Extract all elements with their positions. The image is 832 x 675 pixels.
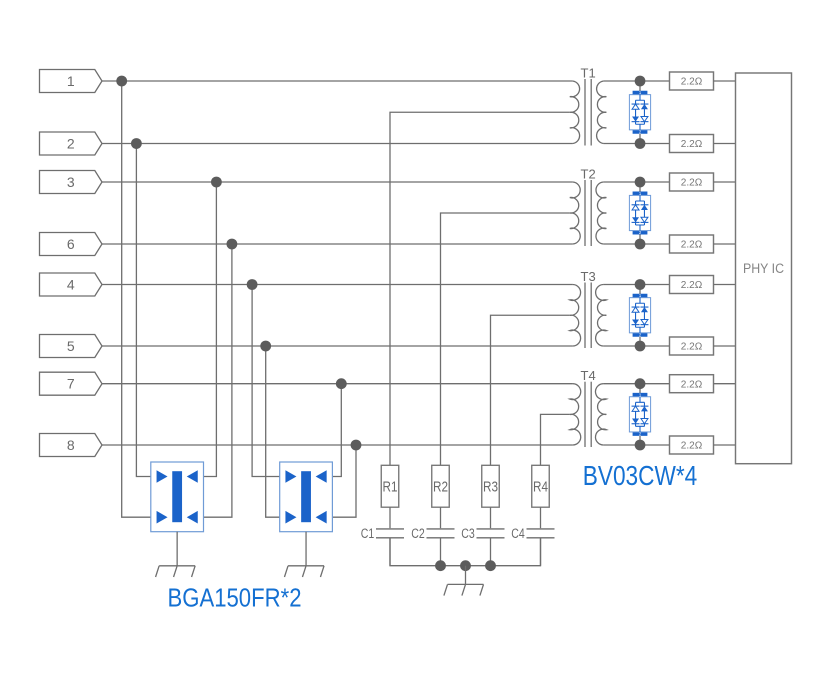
svg-text:PHY IC: PHY IC [743,261,784,276]
svg-text:3: 3 [67,174,75,190]
svg-text:1: 1 [639,293,642,298]
svg-text:C3: C3 [461,526,475,541]
svg-text:2.2Ω: 2.2Ω [681,379,703,390]
svg-text:2: 2 [639,230,642,235]
svg-text:1: 1 [639,392,642,397]
svg-text:2.2Ω: 2.2Ω [681,240,703,251]
svg-text:T2: T2 [581,167,596,182]
svg-text:2.2Ω: 2.2Ω [681,139,703,150]
svg-text:2.2Ω: 2.2Ω [681,441,703,452]
svg-text:T1: T1 [581,66,596,81]
svg-text:C4: C4 [511,526,525,541]
svg-text:2.2Ω: 2.2Ω [681,77,703,88]
svg-text:R3: R3 [483,479,498,496]
svg-text:2.2Ω: 2.2Ω [681,280,703,291]
svg-text:R2: R2 [433,479,448,496]
svg-text:R4: R4 [533,479,548,496]
svg-text:8: 8 [67,437,75,453]
svg-text:T3: T3 [581,269,596,284]
svg-text:2: 2 [67,136,75,152]
svg-text:1: 1 [67,73,75,89]
svg-text:T4: T4 [581,368,596,383]
svg-text:1: 1 [639,90,642,95]
svg-text:2: 2 [639,129,642,134]
svg-text:C2: C2 [411,526,425,541]
svg-text:BV03CW*4: BV03CW*4 [583,460,698,491]
svg-text:2.2Ω: 2.2Ω [681,342,703,353]
svg-text:4: 4 [67,277,75,293]
svg-text:6: 6 [67,236,75,252]
svg-text:R1: R1 [383,479,398,496]
svg-text:C1: C1 [361,526,375,541]
svg-text:1: 1 [639,191,642,196]
svg-text:2: 2 [639,332,642,337]
svg-text:7: 7 [67,376,75,392]
svg-text:2: 2 [639,431,642,436]
svg-text:5: 5 [67,338,75,354]
svg-text:2.2Ω: 2.2Ω [681,178,703,189]
svg-text:BGA150FR*2: BGA150FR*2 [168,585,302,613]
